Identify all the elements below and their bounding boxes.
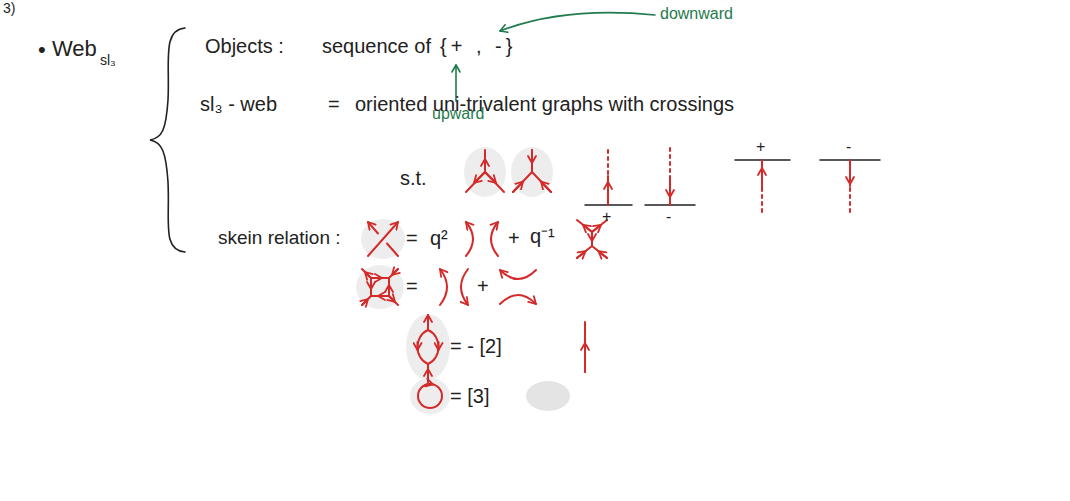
- web-strand-part: [584, 343, 586, 372]
- web-strand-part: [368, 222, 378, 234]
- web-strand-part: [761, 168, 763, 190]
- web-strand-part: [365, 272, 371, 278]
- web-strand-part: [669, 178, 671, 197]
- web-strand-part: [438, 342, 440, 350]
- web-strand-part: [849, 188, 851, 212]
- web-strand-part: [583, 225, 592, 232]
- web-strand-part: [513, 182, 523, 193]
- web-strand-part: [849, 160, 851, 186]
- definition-text: s.t.: [400, 166, 427, 190]
- definition-text: Objects :: [205, 34, 284, 58]
- web-strand-part: [387, 244, 398, 257]
- web-strand-part: [371, 278, 389, 296]
- definition-text: oriented uni-trivalent graphs with cross…: [355, 92, 734, 116]
- web-strand-part: [466, 150, 504, 192]
- web-strand-part: [440, 269, 447, 305]
- annotation: downward: [660, 4, 733, 23]
- web-strand-part: [461, 269, 468, 305]
- web-strand-part: [474, 172, 485, 183]
- definition-text: sl₃ - web: [200, 92, 277, 116]
- web-strand-part: [427, 364, 429, 382]
- boundary-bar: [585, 160, 880, 205]
- shading-part: [464, 147, 506, 197]
- web-strand-part: [423, 384, 433, 386]
- boundary-sign: +: [602, 207, 611, 226]
- relation-value: = - [2]: [450, 334, 502, 358]
- plus-sign: +: [477, 274, 489, 298]
- web-strand-part: [669, 148, 671, 174]
- sign-set: {+ , -}: [440, 34, 516, 58]
- web-strand-part: [761, 188, 763, 212]
- web-strand-part: [541, 182, 551, 193]
- web-strand-part: [484, 159, 486, 172]
- web-strand-part: [491, 222, 498, 256]
- web-strand-part: [389, 296, 395, 302]
- web-strand-part: [427, 369, 429, 382]
- shading-part: [526, 381, 570, 411]
- web-strand-part: [599, 251, 608, 258]
- web-strand-part: [500, 270, 536, 279]
- coefficient: q²: [430, 226, 448, 250]
- shading-part: [356, 265, 404, 309]
- web-strand-part: [592, 225, 601, 232]
- shading: [356, 147, 570, 414]
- shading-part: [361, 219, 405, 259]
- equals-sign: =: [328, 92, 340, 116]
- section-number: 3): [3, 0, 15, 17]
- boundary-sign: +: [756, 137, 765, 156]
- web-strand-part: [485, 172, 496, 183]
- web-strand: [362, 148, 850, 408]
- web-strand-part: [577, 220, 607, 258]
- web-strand-part: [577, 251, 586, 258]
- bullet: •: [38, 37, 46, 63]
- boundary-sign: -: [666, 207, 671, 226]
- web-strand-part: [418, 384, 442, 408]
- web-strand-part: [466, 222, 473, 256]
- web-strand-part: [500, 295, 536, 304]
- web-strand-part: [418, 330, 429, 364]
- web-strand-part: [607, 182, 609, 205]
- web-strand-part: [531, 150, 533, 163]
- web-strand-part: [370, 278, 372, 289]
- web-strand-part: [607, 176, 609, 205]
- web-strand-part: [392, 269, 398, 275]
- shading-part: [410, 378, 450, 414]
- brace: [150, 28, 185, 252]
- web-strand-part: [378, 295, 389, 297]
- coefficient: q⁻¹: [530, 224, 555, 248]
- web-strand-part: [591, 232, 593, 241]
- definition-text: skein relation :: [218, 227, 341, 250]
- equals-sign: =: [406, 274, 418, 298]
- annotation-arrow-part: [500, 13, 655, 31]
- web-strand-part: [362, 269, 398, 305]
- plus-sign: +: [508, 226, 520, 250]
- web-strand-part: [849, 162, 851, 184]
- heading-subscript: sl₃: [100, 52, 116, 69]
- web-strand-part: [428, 330, 439, 364]
- web-strand-part: [388, 285, 390, 296]
- web-strand-part: [513, 150, 551, 192]
- web-strand-part: [368, 222, 398, 256]
- shading-part: [511, 147, 553, 197]
- web-strand-part: [584, 322, 586, 372]
- web-strand-part: [427, 315, 429, 330]
- relation-value: = [3]: [450, 384, 489, 408]
- web-strand-part: [371, 277, 382, 279]
- boundary-sign: -: [846, 137, 851, 156]
- web-strand-part: [669, 176, 671, 205]
- brace-part: [150, 28, 185, 252]
- web-strand-part: [417, 342, 419, 350]
- heading: Web: [52, 36, 97, 62]
- web-strand-part: [362, 299, 368, 305]
- equals-sign: =: [406, 226, 418, 250]
- web-strand-part: [607, 148, 609, 174]
- definition-text: sequence of: [322, 34, 431, 58]
